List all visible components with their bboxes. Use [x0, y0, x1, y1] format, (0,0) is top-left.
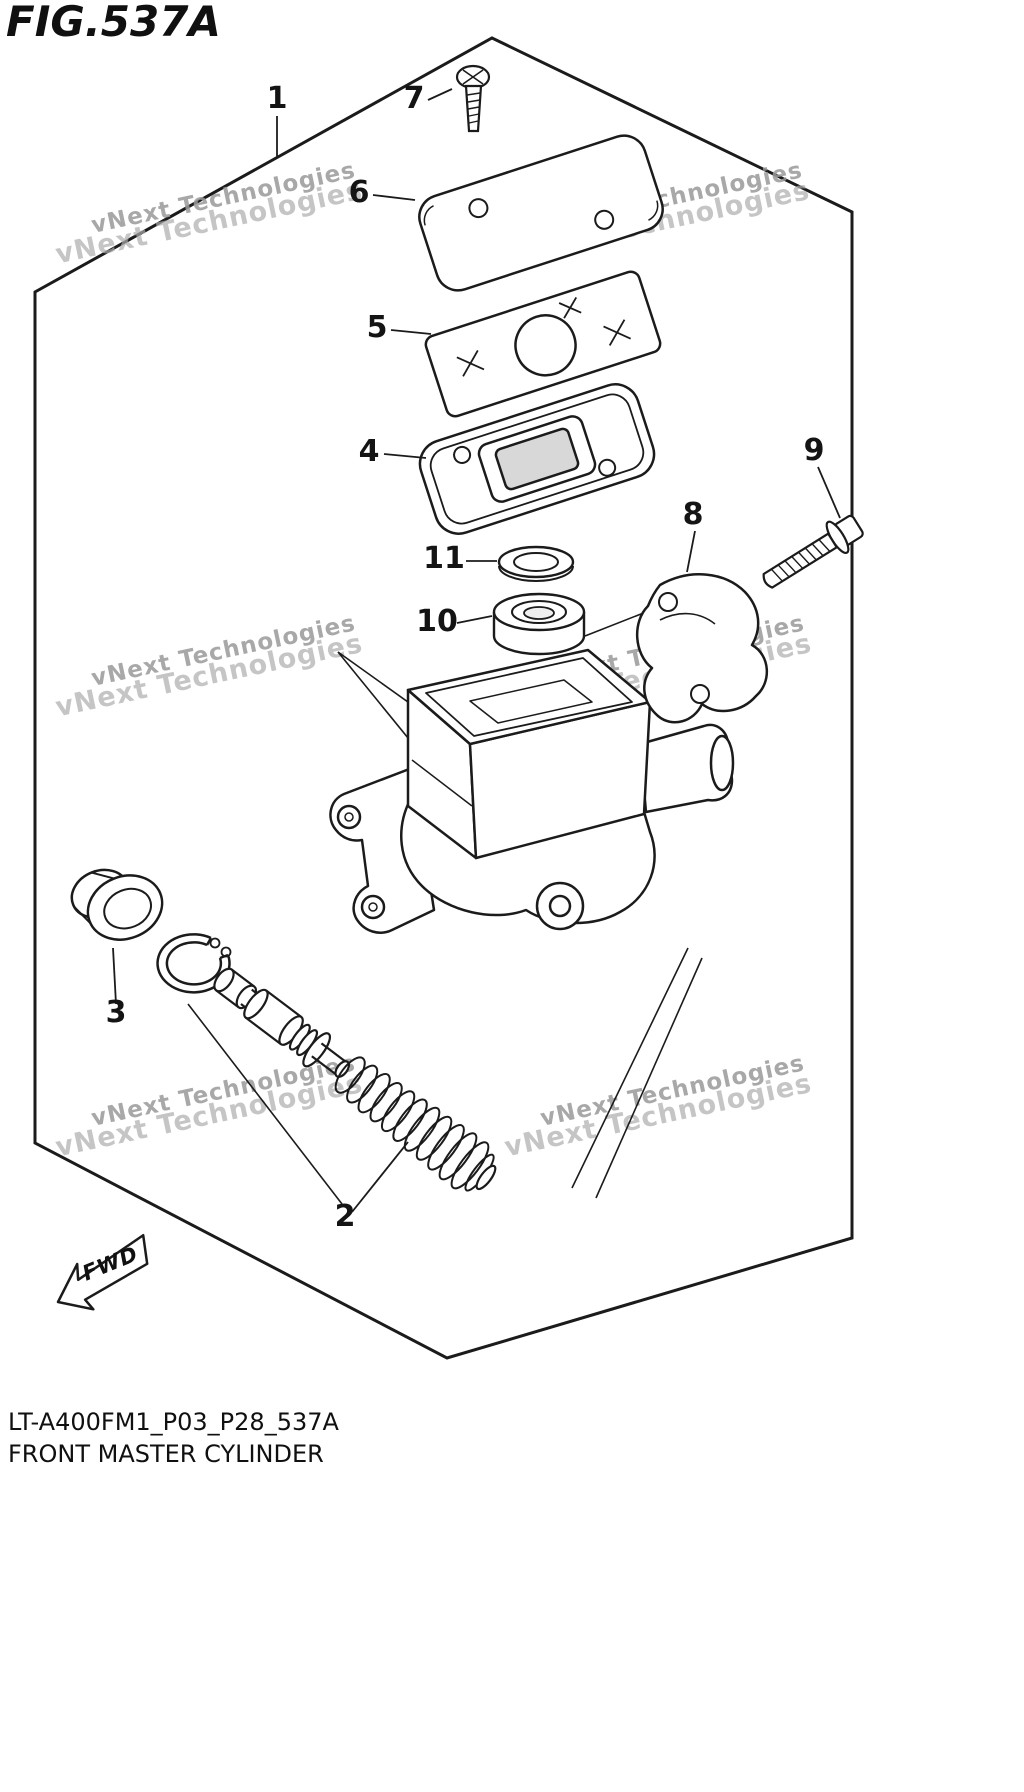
part-label-5: 5: [367, 310, 388, 345]
cap-body: [418, 134, 664, 292]
reservoir-opening: [469, 679, 593, 724]
part-label-9: 9: [804, 433, 825, 468]
flange-hole: [360, 894, 386, 920]
assembly-line: [571, 947, 689, 1189]
cap-screw-hole: [468, 198, 489, 219]
part-name: FRONT MASTER CYLINDER: [8, 1440, 324, 1468]
assembly-line: [584, 611, 647, 637]
fwd-arrow: FWD: [56, 1233, 149, 1311]
washer-inner: [513, 552, 559, 572]
part-label-8: 8: [683, 497, 704, 532]
part-6-reservoir-cap: [418, 134, 664, 292]
master-cylinder-body: [329, 648, 735, 934]
leader-line-5: [390, 329, 432, 335]
part-label-6: 6: [349, 175, 370, 210]
clamp-hole: [690, 684, 710, 704]
clamp-body: [635, 573, 769, 724]
clamp-hole: [658, 592, 678, 612]
body-lower: [400, 798, 656, 925]
boot-bore: [103, 887, 152, 930]
leader-line-4: [383, 453, 427, 459]
leader-line-7: [427, 88, 453, 101]
part-label-4: 4: [359, 434, 380, 469]
border-frame: [33, 36, 854, 1360]
leader-line-2: [351, 1141, 409, 1213]
leader-line-3: [112, 947, 117, 1005]
part-8-clamp: [635, 573, 769, 724]
bolt-shaft: [762, 532, 839, 589]
part-5-plate: [424, 270, 662, 418]
circlip-inner: [165, 941, 223, 986]
part-11-washer: [497, 545, 575, 582]
part-label-7: 7: [404, 81, 425, 116]
part-4-diaphragm: [418, 383, 656, 535]
part-label-3: 3: [106, 995, 127, 1030]
circlip-ear-hole: [220, 946, 232, 958]
return-spring: [334, 1056, 495, 1192]
assembly-line: [187, 1003, 343, 1205]
plate-center-hole: [514, 314, 577, 377]
part-10-piston-cup: [492, 592, 586, 656]
outlet-boss: [638, 723, 734, 814]
cap-screw-hole: [594, 209, 615, 230]
plate-body: [424, 270, 662, 418]
leader-line-8: [686, 530, 696, 573]
cup-bore: [523, 606, 555, 620]
flange-hole: [336, 804, 362, 830]
fwd-arrow-shape: [56, 1233, 149, 1311]
piston-seal: [302, 1032, 332, 1068]
part-code: LT-A400FM1_P03_P28_537A: [8, 1408, 339, 1436]
assembly-line: [595, 957, 703, 1199]
part-label-10: 10: [416, 604, 458, 639]
part-7-screw: [455, 64, 491, 133]
part-9-bolt: [762, 514, 864, 589]
leader-line-9: [817, 466, 841, 519]
part-label-2: 2: [335, 1199, 356, 1234]
figure-title: FIG.537A: [6, 0, 221, 46]
circlip-ear-hole: [209, 937, 221, 949]
part-label-layer: 1 2 3 4 5 6 7 8 9 10 11: [106, 81, 841, 1234]
frame-outline: [33, 36, 854, 1360]
diaphragm-center: [494, 427, 580, 491]
leader-line-6: [372, 194, 416, 201]
part-2-piston-assembly: [213, 967, 497, 1192]
part-3-boot: [70, 868, 164, 941]
part-label-11: 11: [423, 541, 465, 576]
part-label-1: 1: [267, 81, 288, 116]
leader-line-10: [456, 615, 493, 624]
plate-cross-marks: [456, 296, 632, 377]
pivot-boss: [535, 881, 585, 931]
